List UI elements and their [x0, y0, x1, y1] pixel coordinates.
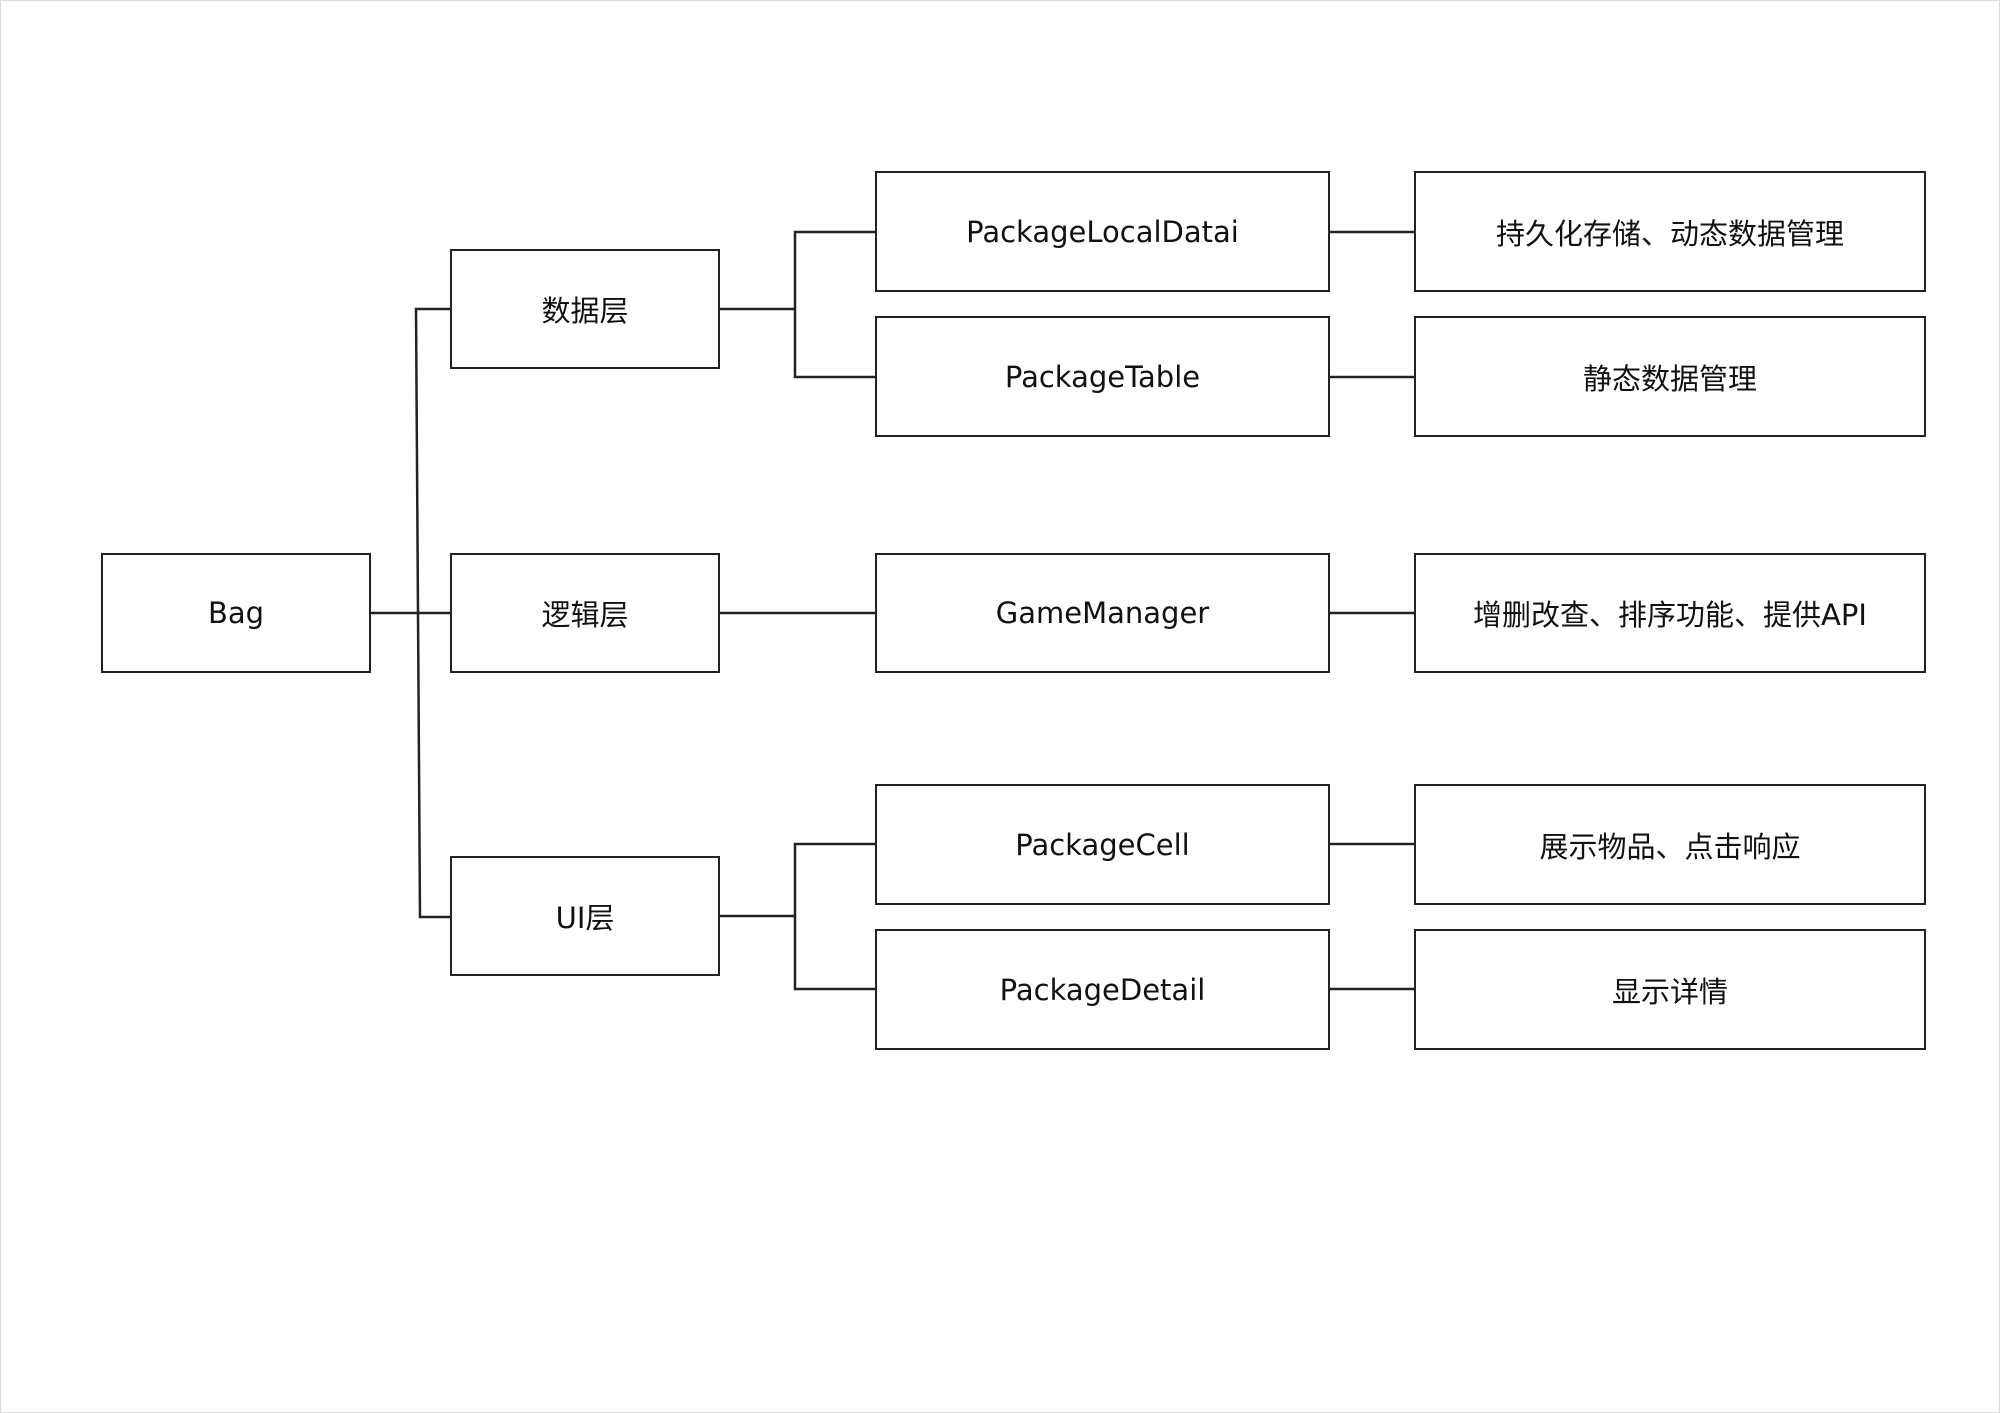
connector-bag-bracket: [414, 307, 450, 919]
node-ui-layer: UI层: [450, 856, 720, 976]
desc-game-manager: 增删改查、排序功能、提供API: [1414, 553, 1926, 673]
desc-package-detail-text: 显示详情: [1611, 974, 1728, 1009]
node-package-table: PackageTable: [875, 316, 1330, 437]
node-package-detail: PackageDetail: [875, 929, 1330, 1050]
node-ui-layer-label: UI层: [555, 901, 615, 935]
node-package-detail-label: PackageDetail: [999, 972, 1206, 1007]
node-package-cell-label: PackageCell: [1015, 827, 1190, 862]
node-package-table-label: PackageTable: [1004, 359, 1201, 394]
node-logic-layer: 逻辑层: [450, 553, 720, 673]
node-data-layer: 数据层: [450, 249, 720, 369]
node-bag-label: Bag: [207, 596, 265, 630]
desc-package-table-text: 静态数据管理: [1582, 361, 1757, 396]
desc-game-manager-text: 增删改查、排序功能、提供API: [1473, 598, 1867, 632]
desc-package-detail: 显示详情: [1414, 929, 1926, 1050]
node-package-local-data-label: PackageLocalDatai: [966, 214, 1239, 249]
desc-package-local-data: 持久化存储、动态数据管理: [1414, 171, 1926, 292]
connector-ui-bracket: [793, 842, 875, 991]
node-package-local-data: PackageLocalDatai: [875, 171, 1330, 292]
desc-package-table: 静态数据管理: [1414, 316, 1926, 437]
desc-package-cell-text: 展示物品、点击响应: [1539, 829, 1801, 864]
desc-package-cell: 展示物品、点击响应: [1414, 784, 1926, 905]
connector-data-bracket: [793, 230, 875, 379]
node-bag: Bag: [101, 553, 371, 673]
node-game-manager: GameManager: [875, 553, 1330, 673]
node-game-manager-label: GameManager: [995, 596, 1210, 630]
node-package-cell: PackageCell: [875, 784, 1330, 905]
node-logic-layer-label: 逻辑层: [541, 598, 629, 632]
node-data-layer-label: 数据层: [541, 294, 629, 328]
desc-package-local-data-text: 持久化存储、动态数据管理: [1495, 216, 1844, 251]
